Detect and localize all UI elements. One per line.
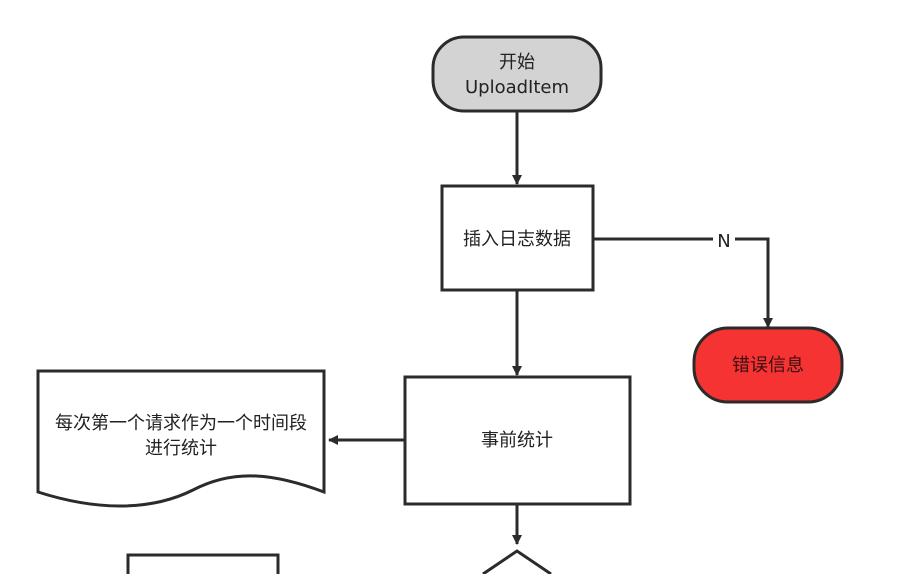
- error-info-label: 错误信息: [732, 355, 804, 376]
- error-terminator-shape: [692, 326, 844, 404]
- insert-log-label: 插入日志数据: [463, 229, 571, 250]
- node-start[interactable]: 开始 UploadItem: [431, 35, 603, 113]
- note-label-line1: 每次第一个请求作为一个时间段: [55, 413, 307, 434]
- node-pre-stats[interactable]: 事前统计: [403, 375, 632, 506]
- edge-label-bg: [713, 227, 735, 251]
- node-error-info[interactable]: 错误信息: [692, 326, 844, 404]
- edge-label-n: N: [717, 231, 730, 252]
- node-note-document[interactable]: 每次第一个请求作为一个时间段 进行统计: [36, 369, 326, 508]
- start-label-line1: 开始: [499, 52, 535, 73]
- start-label-line2: UploadItem: [465, 77, 569, 98]
- pre-stats-shape: [403, 375, 632, 506]
- note-document-shape: [36, 369, 326, 508]
- node-insert-log[interactable]: 插入日志数据: [440, 184, 595, 292]
- pre-stats-label: 事前统计: [481, 430, 553, 451]
- edge-insert-to-error: [593, 237, 773, 328]
- partial-decision-diamond: [482, 549, 552, 574]
- insert-log-shape: [440, 184, 595, 292]
- note-label-line2: 进行统计: [145, 438, 217, 459]
- start-terminator-shape: [431, 35, 603, 113]
- partial-process-box: [126, 553, 280, 574]
